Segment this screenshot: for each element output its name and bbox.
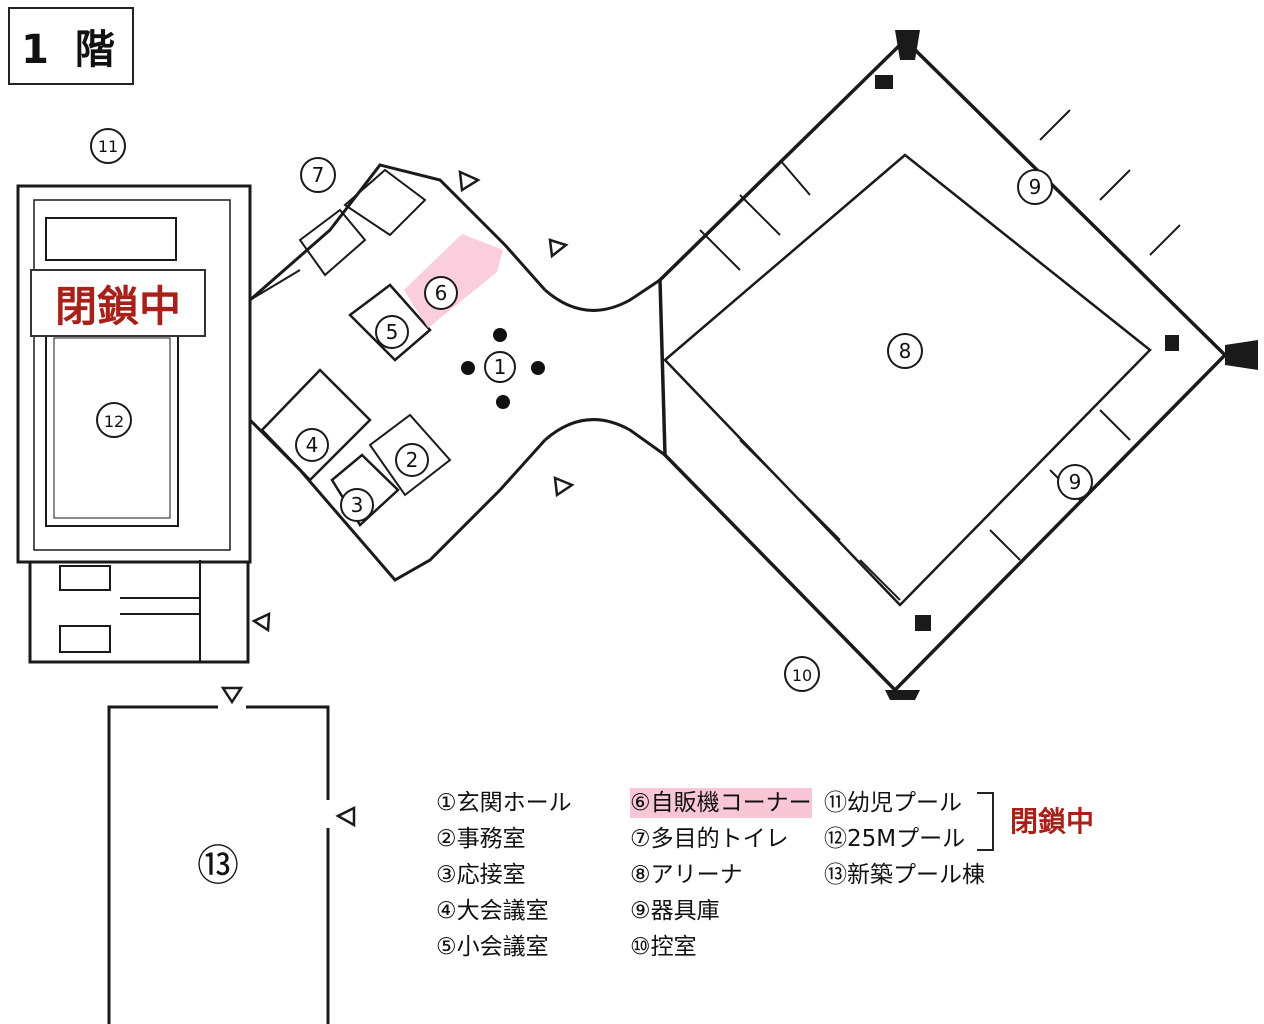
west-rooms-wall	[249, 208, 367, 301]
new-pool-building	[107, 705, 330, 1024]
arena-outer-wall	[658, 37, 1228, 693]
arena-corner-posts	[875, 30, 1258, 700]
legend-item: ⑫25Mプール	[824, 826, 966, 852]
entrance-markers	[220, 169, 575, 828]
legend-item: ⑦多目的トイレ	[630, 826, 789, 852]
room-6-label: 6	[435, 281, 448, 305]
room-5-wall	[348, 283, 432, 362]
room-number-labels: 1 2 3 4 5 6 7 8 9 9 10 11 12 ⑬	[98, 137, 1082, 890]
annex-wall	[28, 562, 250, 664]
room-4-wall	[260, 368, 372, 482]
legend-item: ②事務室	[436, 826, 526, 852]
room-7-label: 7	[312, 163, 325, 187]
room-2-label: 2	[406, 448, 419, 472]
annex-stairs	[120, 597, 200, 615]
legend-item: ①玄関ホール	[436, 790, 572, 816]
room-7-wall	[343, 168, 427, 237]
arena-inner-wall	[663, 153, 1152, 607]
entrance-pillars	[461, 328, 545, 409]
room-8-label: 8	[899, 339, 912, 363]
legend-item-highlighted: ⑥自販機コーナー	[630, 788, 812, 818]
room-9-label-b: 9	[1069, 470, 1082, 494]
vending-corner-highlight	[404, 234, 503, 328]
room-4-label: 4	[306, 433, 319, 457]
closed-bracket	[977, 792, 994, 851]
room-number-circles	[90, 128, 1093, 692]
room-13-label: ⑬	[197, 841, 239, 890]
legend-item: ⑤小会議室	[436, 934, 549, 960]
legend-item: ④大会議室	[436, 898, 549, 924]
room-12-label: 12	[104, 412, 124, 431]
closed-note: 閉鎖中	[1010, 805, 1095, 838]
legend-item: ⑬新築プール棟	[824, 862, 985, 888]
legend-item: ⑩控室	[630, 934, 697, 960]
legend-item: ③応接室	[436, 862, 526, 888]
pool-building-wall	[16, 184, 252, 564]
floor-label: 1 階	[8, 7, 134, 85]
legend-item: ⑨器具庫	[630, 898, 720, 924]
room-1-label: 1	[494, 355, 507, 379]
room-2-wall	[368, 413, 452, 497]
legend-item: ⑪幼児プール	[824, 790, 962, 816]
legend-item: ⑧アリーナ	[630, 862, 743, 888]
room-9-label-a: 9	[1029, 175, 1042, 199]
infant-pool	[45, 217, 177, 261]
room-5-label: 5	[386, 320, 399, 344]
room-11-label: 11	[98, 137, 118, 156]
pool-building-inner	[33, 199, 231, 551]
annex-rooms	[59, 565, 111, 653]
entrance-hall-wall	[544, 278, 666, 457]
closed-badge: 閉鎖中	[30, 269, 206, 337]
room-3-label: 3	[351, 493, 364, 517]
room-10-label: 10	[792, 666, 812, 685]
25m-pool-inner	[53, 337, 171, 519]
